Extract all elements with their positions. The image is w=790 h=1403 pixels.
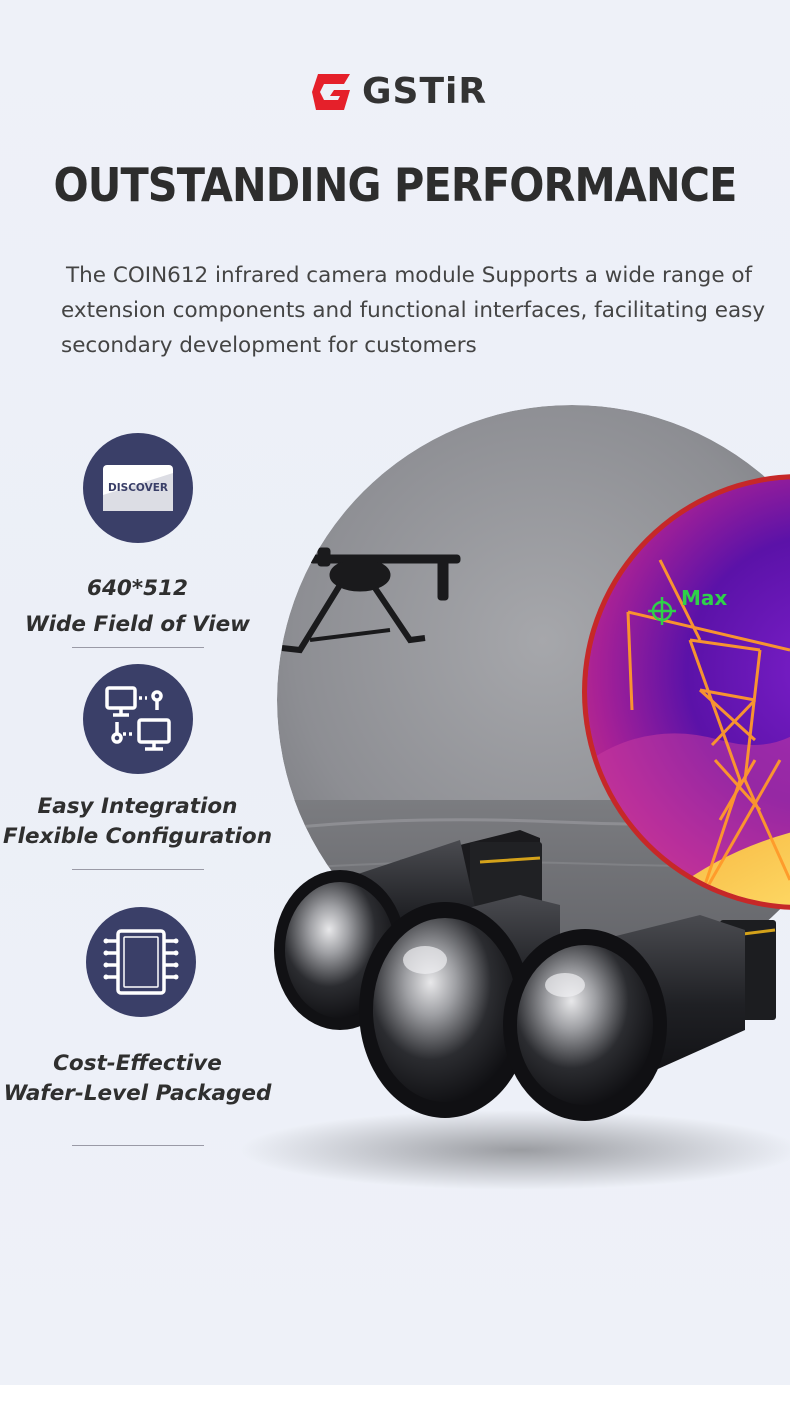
feature-icon-circle: DISCOVER [83,433,193,543]
lens-right [503,915,776,1121]
description-line: secondary development for customers [61,333,477,358]
feature-title: Cost-Effective [53,1051,222,1076]
description-line: extension components and functional inte… [61,298,766,323]
card-label: DISCOVER [108,482,168,494]
card-icon: DISCOVER [103,465,173,511]
divider [72,647,204,648]
network-computers-icon [105,686,171,751]
thermal-max-label: Max [681,586,727,610]
gstir-logo-icon [312,74,350,110]
divider [72,869,204,870]
page-title: OUTSTANDING PERFORMANCE [53,158,737,212]
brand-logo: GSTiR [310,70,510,114]
feature-subtitle: Wafer-Level Packaged [3,1081,272,1106]
chip-icon [103,929,179,995]
description-line: The COIN612 infrared camera module Suppo… [66,263,753,288]
lens-center [359,895,560,1118]
feature-title: Easy Integration [37,794,238,819]
feature-title: 640*512 [86,576,188,601]
camera-modules [240,830,790,1190]
feature-subtitle: Flexible Configuration [2,824,272,849]
brand-name: GSTiR [362,71,488,112]
max-marker-icon [648,597,676,625]
feature-icon-circle [83,664,193,774]
divider [72,1145,204,1146]
description: The COIN612 infrared camera module Suppo… [61,258,766,363]
feature-icon-circle [86,907,196,1017]
drone-icon [281,547,461,654]
feature-subtitle: Wide Field of View [24,612,251,637]
